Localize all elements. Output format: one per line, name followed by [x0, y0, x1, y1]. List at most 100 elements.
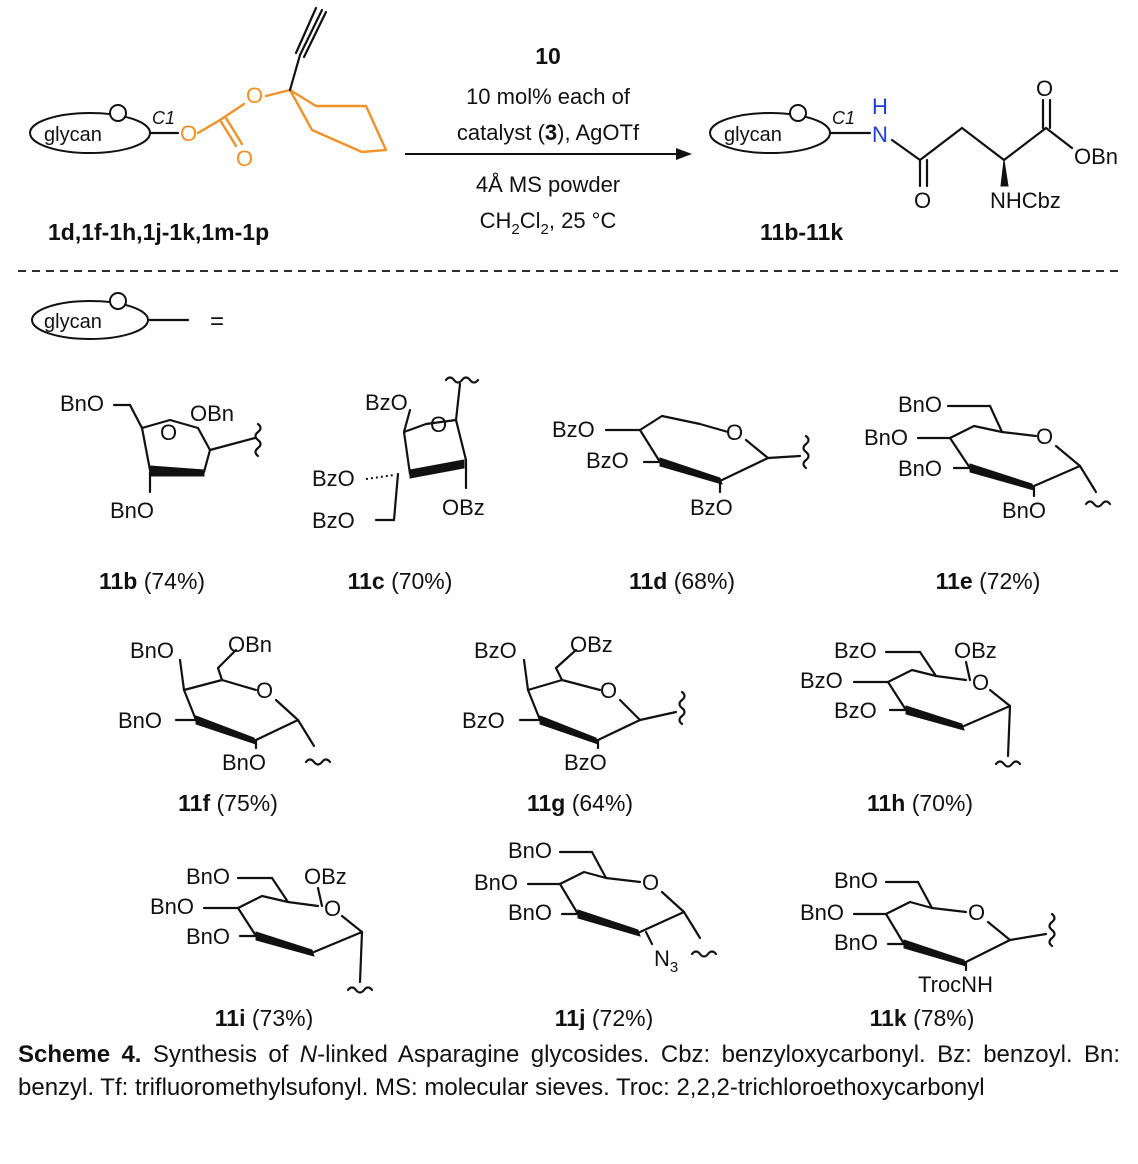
label-ring-o: O — [324, 896, 341, 921]
glycan-label: glycan — [44, 124, 102, 146]
product-compound-label: 11b-11k — [760, 219, 843, 245]
compound-11h-label: 11h (70%) — [867, 790, 973, 816]
label-bzo-3: BzO — [690, 495, 733, 520]
label-bzo: BzO — [552, 417, 595, 442]
label-ring-o: O — [726, 420, 743, 445]
label-bno-3: BnO — [898, 456, 942, 481]
caption-text-2: -linked Asparagine glycosides. Cbz: benz… — [18, 1041, 1121, 1101]
label-obz: OBz — [954, 638, 997, 663]
amide-oxo: O — [914, 188, 931, 213]
label-bno-2: BnO — [110, 498, 154, 523]
caption-italic-n: N — [299, 1041, 318, 1068]
compound-11b-label: 11b (74%) — [99, 568, 205, 594]
compound-11c-structure: BzO O OBz BzO BzO — [312, 376, 485, 533]
label-bno-2: BnO — [118, 708, 162, 733]
label-bno-3: BnO — [834, 930, 878, 955]
label-trocnh: TrocNH — [918, 972, 993, 997]
compound-11d-label: 11d (68%) — [629, 568, 735, 594]
label-bno-2: BnO — [864, 425, 908, 450]
caption-scheme-label: Scheme 4. — [18, 1041, 142, 1068]
compound-11b-structure: BnO O OBn BnO — [60, 391, 262, 523]
label-bno: BnO — [508, 838, 552, 863]
stereo-wedge — [1000, 159, 1009, 187]
nhcbz-label: NHCbz — [990, 188, 1061, 213]
label-bno-2: BnO — [150, 894, 194, 919]
caption-text-1: Synthesis of — [141, 1041, 300, 1068]
label-obz: OBz — [570, 632, 613, 657]
anomeric-circle — [109, 104, 127, 122]
legend-equals: = — [210, 308, 224, 335]
label-bzo-2: BzO — [312, 466, 355, 491]
compound-11g-label: 11g (64%) — [527, 790, 633, 816]
compound-11e-structure: BnO BnO O BnO BnO — [864, 392, 1112, 523]
compound-11j-structure: BnO BnO O BnO N3 — [474, 838, 718, 976]
label-ring-o: O — [972, 670, 989, 695]
label-ring-o: O — [968, 900, 985, 925]
label-bno: BnO — [130, 638, 174, 663]
reaction-arrow-group: 10 10 mol% each of catalyst (3), AgOTf 4… — [405, 43, 692, 238]
label-bzo-3: BzO — [564, 750, 607, 775]
c1-label: C1 — [152, 108, 175, 128]
compound-11i-structure: BnO OBz BnO O BnO — [150, 864, 374, 994]
label-obz: OBz — [304, 864, 347, 889]
label-bno-2: BnO — [474, 870, 518, 895]
label-bzo-2: BzO — [800, 668, 843, 693]
product-structure: glycan C1 H N O NHCbz O OBn 11b-11k — [709, 76, 1118, 245]
label-bzo-2: BzO — [586, 448, 629, 473]
label-obn: OBn — [190, 401, 234, 426]
label-bno: BnO — [834, 868, 878, 893]
label-bno-2: BnO — [800, 900, 844, 925]
starting-material-structure: glycan C1 O O O 1d,1f-1h,1j-1k,1m-1p — [29, 6, 388, 245]
legend-glycan-label: glycan — [44, 311, 102, 333]
label-bno-4: BnO — [1002, 498, 1046, 523]
label-azide: N3 — [654, 946, 678, 976]
compound-11e-label: 11e (72%) — [936, 568, 1041, 594]
obn-label: OBn — [1074, 144, 1118, 169]
label-bzo-3: BzO — [834, 698, 877, 723]
conditions-line2: catalyst (3), AgOTf — [457, 120, 640, 145]
conditions-line1: 10 mol% each of — [466, 84, 631, 109]
arrow-head — [676, 148, 692, 160]
label-bzo-3: BzO — [312, 508, 355, 533]
label-ring-o: O — [1036, 424, 1053, 449]
amide-h: H — [872, 94, 888, 119]
compound-11f-label: 11f (75%) — [178, 790, 278, 816]
label-bno-3: BnO — [222, 750, 266, 775]
compound-11d-structure: BzO O BzO BzO — [552, 414, 810, 520]
product-anomeric-circle — [789, 104, 807, 122]
reagent-number: 10 — [535, 43, 561, 69]
label-bno-3: BnO — [508, 900, 552, 925]
glycan-legend: glycan = — [31, 292, 224, 340]
solvent-line: CH2Cl2, 25 °C — [480, 208, 617, 238]
product-c1-label: C1 — [832, 108, 855, 128]
label-ring-o: O — [430, 412, 447, 437]
scheme-caption: Scheme 4. Synthesis of N-linked Asparagi… — [18, 1038, 1120, 1104]
label-bzo: BzO — [474, 638, 517, 663]
carbonate-o2: O — [246, 83, 263, 108]
label-bzo: BzO — [834, 638, 877, 663]
label-ring-o: O — [256, 678, 273, 703]
label-obn: OBn — [228, 632, 272, 657]
compound-11f-structure: BnO OBn O BnO BnO — [118, 632, 332, 775]
compound-11i-label: 11i (73%) — [215, 1005, 313, 1030]
label-ring-o: O — [600, 678, 617, 703]
compound-11j-label: 11j (72%) — [555, 1005, 653, 1030]
compound-11k-label: 11k (78%) — [870, 1005, 975, 1030]
compound-11h-structure: BzO OBz BzO O BzO — [800, 638, 1022, 768]
label-bno-3: BnO — [186, 924, 230, 949]
label-bno: BnO — [186, 864, 230, 889]
label-ring-o: O — [160, 420, 177, 445]
compound-11g-structure: BzO OBz O BzO BzO — [462, 632, 686, 775]
label-bzo-2: BzO — [462, 708, 505, 733]
label-bno: BnO — [898, 392, 942, 417]
compound-11k-structure: BnO BnO O BnO TrocNH — [800, 868, 1056, 997]
label-obz: OBz — [442, 495, 485, 520]
reaction-scheme: glycan C1 O O O 1d,1f-1h,1j-1k,1m-1p 10 … — [18, 6, 1120, 1030]
label-bzo: BzO — [365, 390, 408, 415]
carbonate-oxo: O — [236, 146, 253, 171]
conditions-line3: 4Å MS powder — [476, 172, 620, 197]
compound-labels: 11b (74%) 11c (70%) 11d (68%) 11e (72%) … — [99, 568, 1040, 1030]
label-bno: BnO — [60, 391, 104, 416]
ester-oxo: O — [1036, 76, 1053, 101]
product-glycan-label: glycan — [724, 124, 782, 146]
